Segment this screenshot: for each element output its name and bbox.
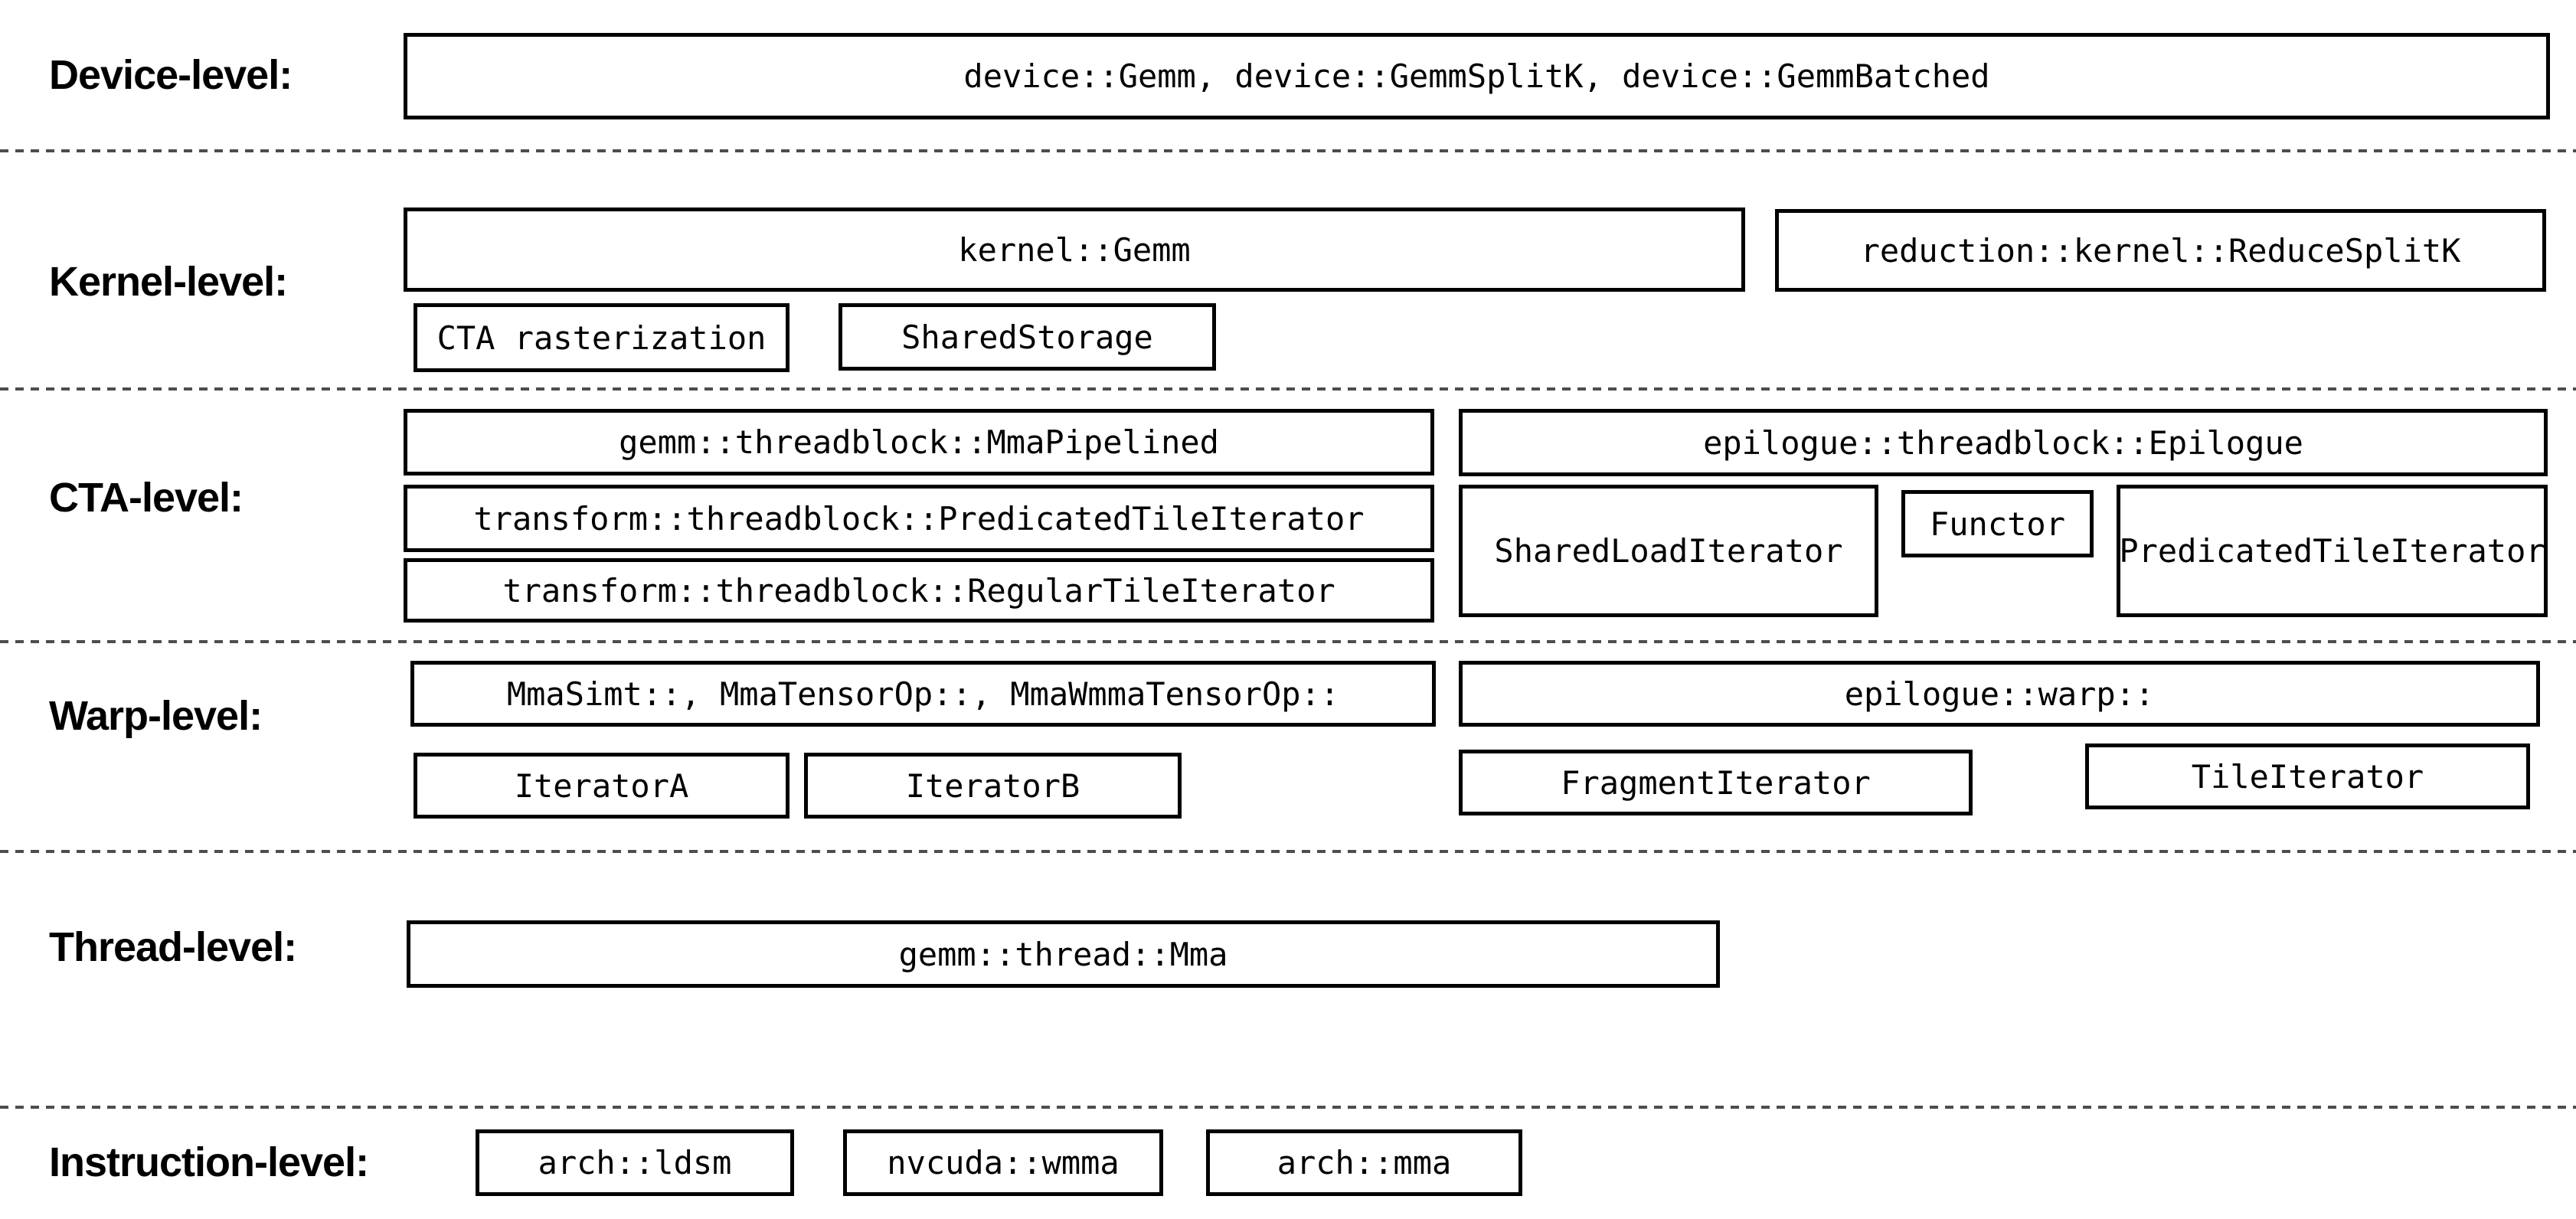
shared-storage-box: SharedStorage bbox=[839, 303, 1216, 371]
thread-level-label: Thread-level: bbox=[49, 924, 297, 970]
transform-regular-tile-iterator-box: transform::threadblock::RegularTileItera… bbox=[404, 558, 1434, 623]
arch-ldsm-box: arch::ldsm bbox=[476, 1129, 794, 1196]
device-gemm-box: device::Gemm, device::GemmSplitK, device… bbox=[404, 33, 2550, 119]
separator-warp-thread bbox=[0, 850, 2576, 853]
warp-level-label: Warp-level: bbox=[49, 693, 263, 739]
separator-kernel-cta bbox=[0, 387, 2576, 391]
cta-level-label: CTA-level: bbox=[49, 475, 244, 521]
kernel-gemm-box: kernel::Gemm bbox=[404, 208, 1745, 292]
cta-rasterization-box: CTA rasterization bbox=[414, 303, 789, 372]
epilogue-predicated-tile-iterator-box: PredicatedTileIterator bbox=[2117, 485, 2548, 617]
kernel-level-label: Kernel-level: bbox=[49, 259, 288, 305]
iterator-b-box: IteratorB bbox=[804, 753, 1182, 819]
iterator-a-box: IteratorA bbox=[414, 753, 789, 819]
epilogue-warp-box: epilogue::warp:: bbox=[1459, 661, 2540, 727]
fragment-iterator-box: FragmentIterator bbox=[1459, 750, 1973, 815]
reduction-kernel-reduce-splitk-box: reduction::kernel::ReduceSplitK bbox=[1775, 209, 2546, 292]
functor-box: Functor bbox=[1901, 490, 2094, 557]
arch-mma-box: arch::mma bbox=[1206, 1129, 1522, 1196]
warp-mma-ops-box: MmaSimt::, MmaTensorOp::, MmaWmmaTensorO… bbox=[410, 661, 1436, 727]
shared-load-iterator-box: SharedLoadIterator bbox=[1459, 485, 1878, 617]
nvcuda-wmma-box: nvcuda::wmma bbox=[843, 1129, 1163, 1196]
gemm-thread-mma-box: gemm::thread::Mma bbox=[407, 920, 1720, 988]
instruction-level-label: Instruction-level: bbox=[49, 1139, 369, 1185]
epilogue-threadblock-epilogue-box: epilogue::threadblock::Epilogue bbox=[1459, 409, 2548, 476]
device-level-label: Device-level: bbox=[49, 52, 293, 98]
separator-thread-instruction bbox=[0, 1106, 2576, 1109]
tile-iterator-box: TileIterator bbox=[2085, 743, 2530, 809]
transform-predicated-tile-iterator-box: transform::threadblock::PredicatedTileIt… bbox=[404, 485, 1434, 552]
separator-cta-warp bbox=[0, 640, 2576, 643]
gemm-threadblock-mma-pipelined-box: gemm::threadblock::MmaPipelined bbox=[404, 409, 1434, 476]
separator-device-kernel bbox=[0, 149, 2576, 152]
